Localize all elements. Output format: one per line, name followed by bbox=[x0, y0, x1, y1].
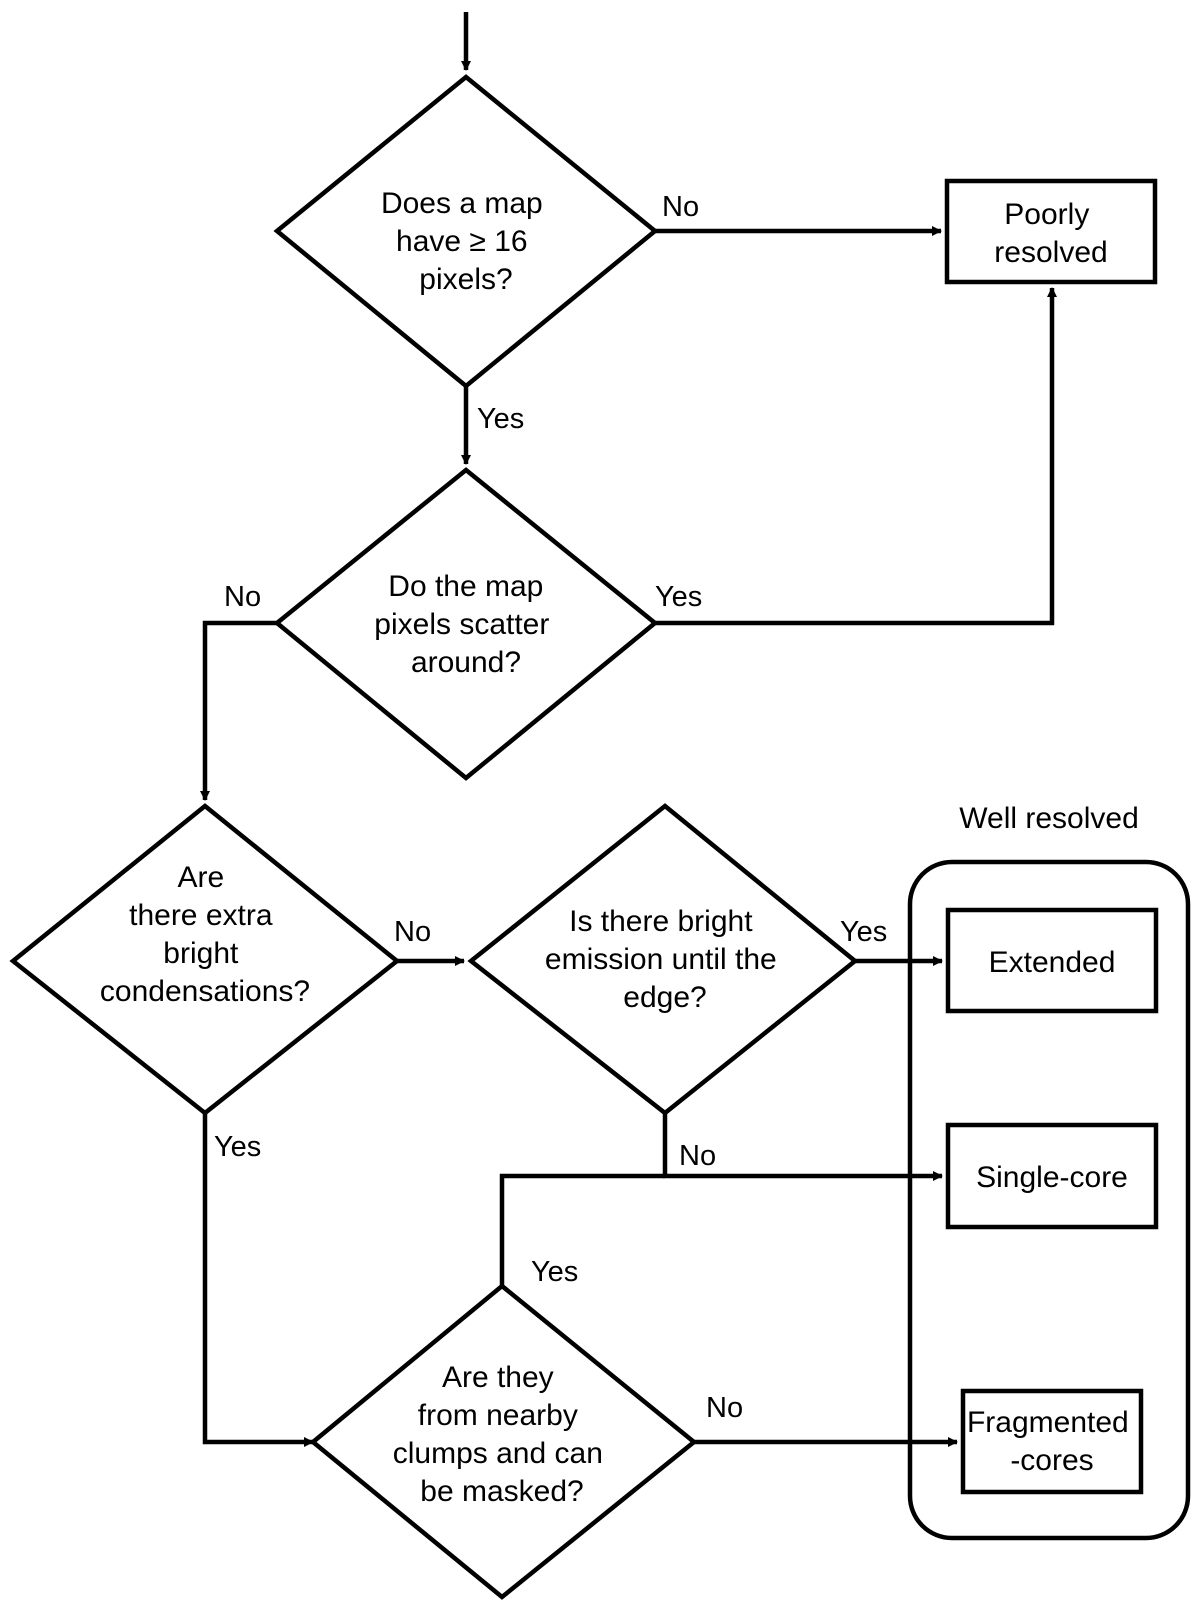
label-pixels-yes: Yes bbox=[477, 403, 524, 435]
edge-scatter-no bbox=[200, 620, 277, 801]
edge-condensations-yes bbox=[202, 1113, 314, 1447]
edge-scatter-yes bbox=[655, 287, 1057, 626]
extended-text: Extended bbox=[989, 946, 1116, 979]
decision-scatter-text: Do the map pixels scatter around? bbox=[374, 570, 557, 679]
label-scatter-yes: Yes bbox=[655, 581, 702, 613]
label-clumps-no: No bbox=[706, 1392, 743, 1424]
poorly-resolved-box bbox=[944, 178, 1158, 285]
decision-clumps-diamond bbox=[309, 1283, 698, 1600]
decision-pixels-diamond bbox=[273, 74, 659, 389]
label-condensations-yes: Yes bbox=[214, 1131, 261, 1163]
node-labels: Does a map have ≥ 16 pixels? Do the map … bbox=[100, 187, 1137, 1508]
decision-condensations-diamond bbox=[9, 803, 401, 1116]
label-scatter-no: No bbox=[224, 581, 261, 613]
fragmented-cores-text: Fragmented -cores bbox=[967, 1406, 1137, 1477]
decision-condensations-text: Are there extra bright condensations? bbox=[100, 861, 310, 1008]
fragmented-cores-box bbox=[960, 1388, 1144, 1495]
label-clumps-yes: Yes bbox=[531, 1256, 578, 1288]
edges bbox=[200, 12, 1057, 1447]
edge-labels: No Yes No Yes No Yes Yes No Yes No bbox=[214, 191, 887, 1424]
decision-emission-text: Is there bright emission until the edge? bbox=[545, 905, 785, 1014]
well-resolved-group bbox=[907, 859, 1191, 1541]
decision-emission-diamond bbox=[467, 803, 859, 1116]
label-pixels-no: No bbox=[662, 191, 699, 223]
poorly-resolved-text: Poorly resolved bbox=[994, 198, 1107, 269]
decision-pixels-text: Does a map have ≥ 16 pixels? bbox=[381, 187, 551, 296]
decision-scatter-diamond bbox=[273, 467, 659, 781]
edge-clumps-yes bbox=[499, 1173, 665, 1286]
label-condensations-no: No bbox=[394, 916, 431, 948]
single-core-box bbox=[945, 1122, 1159, 1230]
extended-box bbox=[945, 907, 1159, 1014]
label-emission-no: No bbox=[679, 1140, 716, 1172]
label-emission-yes: Yes bbox=[840, 916, 887, 948]
single-core-text: Single-core bbox=[976, 1161, 1128, 1194]
well-resolved-title: Well resolved bbox=[959, 802, 1139, 835]
decision-clumps-text: Are they from nearby clumps and can be m… bbox=[393, 1361, 611, 1508]
